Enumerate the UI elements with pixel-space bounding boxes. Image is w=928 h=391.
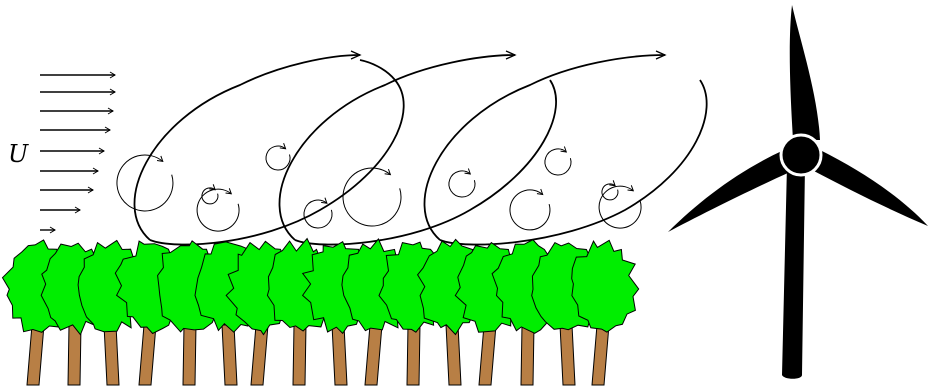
tree-trunk	[104, 325, 119, 385]
tree-trunk	[139, 325, 156, 385]
turbine-hub	[781, 135, 821, 175]
tree-trunk	[332, 325, 347, 385]
small-scale-turbulent-eddies	[117, 146, 641, 231]
small-eddy	[266, 146, 290, 170]
tree-trunk	[560, 325, 575, 385]
large-eddy-1	[134, 55, 360, 240]
tree-trunk	[592, 325, 609, 385]
tree-trunk	[251, 325, 268, 385]
tree-trunk	[183, 325, 196, 385]
small-eddy	[449, 171, 475, 197]
large-eddy-3	[424, 55, 665, 240]
large-eddy-1-loop	[150, 60, 404, 245]
tree-trunk	[293, 325, 306, 385]
turbine-blade-up	[790, 5, 820, 140]
tree-trunk	[521, 325, 534, 385]
tree-trunk	[27, 325, 44, 385]
inflow-velocity-arrows	[40, 75, 115, 230]
turbine-blade-right	[812, 150, 928, 226]
wind-turbine	[668, 5, 928, 379]
large-eddy-3-loop	[440, 80, 707, 245]
small-eddy	[510, 190, 550, 230]
wind-speed-label: U	[8, 140, 29, 168]
turbine-blade-left	[668, 150, 790, 232]
tree-trunk	[407, 325, 420, 385]
small-eddy	[545, 149, 571, 175]
small-eddy	[304, 200, 332, 228]
tree-trunk	[68, 325, 81, 385]
canopy-scale-rolling-vortices	[134, 55, 706, 245]
turbine-tower	[782, 165, 805, 379]
tree-trunk	[446, 325, 461, 385]
small-eddy	[599, 186, 641, 228]
large-eddy-2-loop	[295, 80, 556, 245]
small-eddy	[343, 168, 401, 226]
tree-trunk	[365, 325, 382, 385]
forest-canopy	[3, 239, 639, 386]
tree-trunk	[479, 325, 496, 385]
tree-trunk	[222, 325, 237, 385]
